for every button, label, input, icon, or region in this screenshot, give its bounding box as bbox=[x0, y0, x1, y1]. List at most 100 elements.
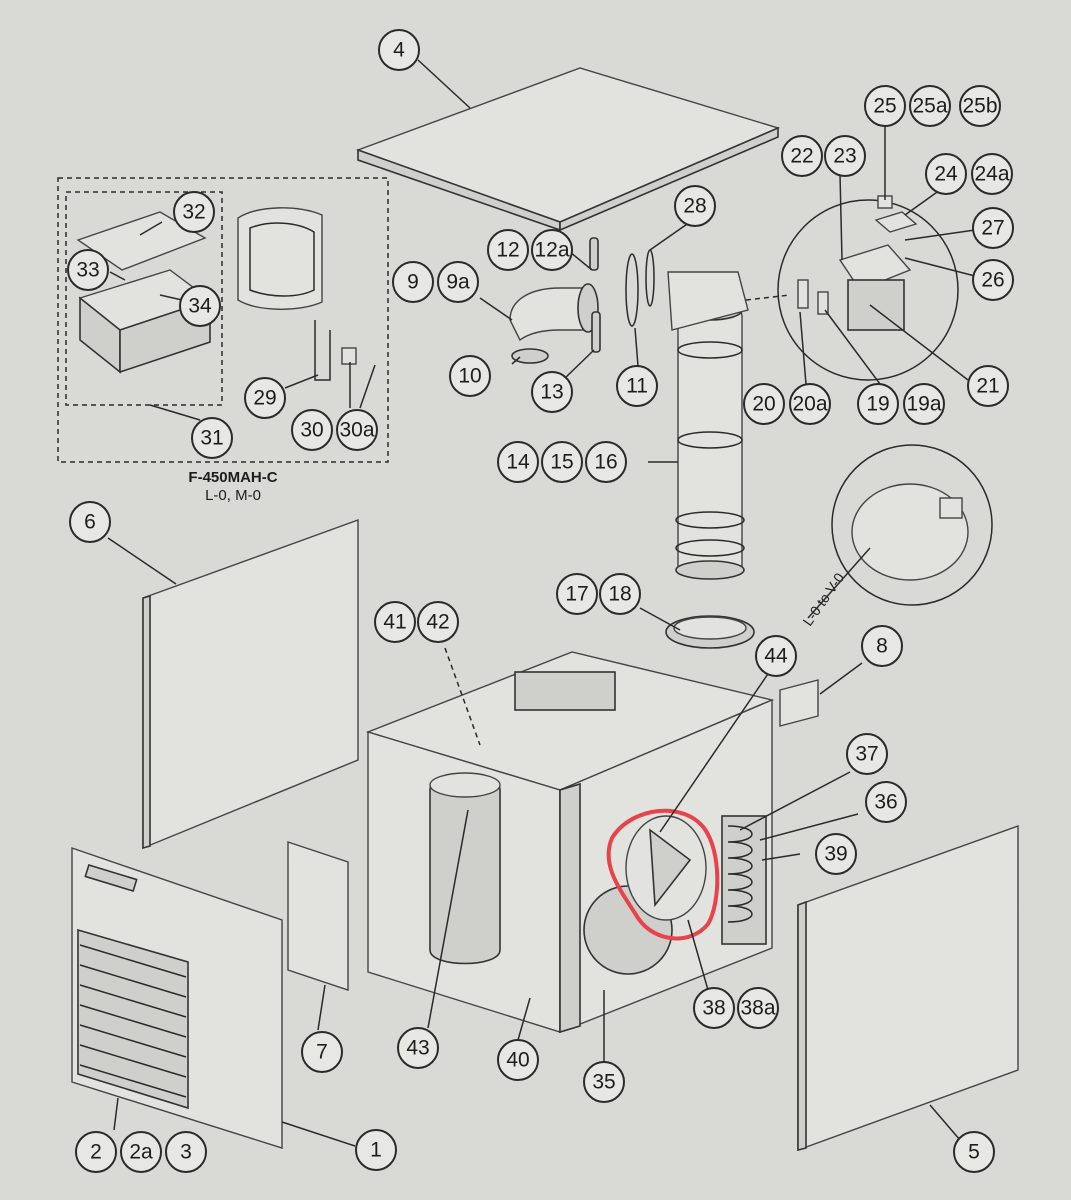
callout-9-text: 9 bbox=[407, 271, 419, 294]
callout-38-text: 38 bbox=[702, 997, 725, 1020]
callout-6: 6 bbox=[69, 501, 111, 543]
callout-11: 11 bbox=[616, 365, 658, 407]
callout-37: 37 bbox=[846, 733, 888, 775]
callout-35-text: 35 bbox=[592, 1071, 615, 1094]
model-label: F-450MAH-C bbox=[188, 469, 277, 486]
callout-9a-text: 9a bbox=[446, 271, 470, 294]
callout-1: 1 bbox=[355, 1129, 397, 1171]
callout-14: 14 bbox=[497, 441, 539, 483]
callout-18-text: 18 bbox=[608, 583, 631, 606]
callout-5: 5 bbox=[953, 1131, 995, 1173]
callout-12-text: 12 bbox=[496, 239, 519, 262]
callout-34: 34 bbox=[179, 285, 221, 327]
front-panel bbox=[71, 847, 283, 1149]
callout-24: 24 bbox=[925, 153, 967, 195]
callout-19a: 19a bbox=[903, 383, 945, 425]
callout-19: 19 bbox=[857, 383, 899, 425]
revision-label: L-0, M-0 bbox=[205, 487, 261, 504]
callout-42-text: 42 bbox=[426, 611, 449, 634]
callout-40: 40 bbox=[497, 1039, 539, 1081]
callout-27-text: 27 bbox=[981, 217, 1004, 240]
callout-22-text: 22 bbox=[790, 145, 813, 168]
callout-8-text: 8 bbox=[876, 635, 888, 658]
callout-27: 27 bbox=[972, 207, 1014, 249]
callout-3-text: 3 bbox=[180, 1141, 192, 1164]
left-side-panel bbox=[142, 519, 359, 850]
callout-15-text: 15 bbox=[550, 451, 573, 474]
callout-11-text: 11 bbox=[626, 375, 648, 398]
callout-9: 9 bbox=[392, 261, 434, 303]
callout-25b: 25b bbox=[959, 85, 1001, 127]
callout-16-text: 16 bbox=[594, 451, 617, 474]
callout-26: 26 bbox=[972, 259, 1014, 301]
callout-32: 32 bbox=[173, 191, 215, 233]
callout-1-text: 1 bbox=[370, 1139, 382, 1162]
callout-43: 43 bbox=[397, 1027, 439, 1069]
callout-30-text: 30 bbox=[300, 419, 323, 442]
louver-lines bbox=[79, 944, 187, 1098]
callout-36: 36 bbox=[865, 781, 907, 823]
callout-42: 42 bbox=[417, 601, 459, 643]
callout-30a-text: 30a bbox=[339, 419, 374, 442]
callout-29-text: 29 bbox=[253, 387, 276, 410]
callout-12a-text: 12a bbox=[534, 239, 569, 262]
callout-20a-text: 20a bbox=[792, 393, 827, 416]
callout-20a: 20a bbox=[789, 383, 831, 425]
callout-31-text: 31 bbox=[200, 427, 223, 450]
callout-38: 38 bbox=[693, 987, 735, 1029]
callout-19a-text: 19a bbox=[906, 393, 941, 416]
callout-38a: 38a bbox=[737, 987, 779, 1029]
condenser-coil bbox=[721, 815, 767, 945]
callout-7: 7 bbox=[301, 1031, 343, 1073]
callout-22: 22 bbox=[781, 135, 823, 177]
callout-2a-text: 2a bbox=[129, 1141, 153, 1164]
callout-12: 12 bbox=[487, 229, 529, 271]
callout-14-text: 14 bbox=[506, 451, 530, 474]
callout-44: 44 bbox=[755, 635, 797, 677]
callout-13: 13 bbox=[531, 371, 573, 413]
callout-23-text: 23 bbox=[833, 145, 856, 168]
callout-31: 31 bbox=[191, 417, 233, 459]
callout-34-text: 34 bbox=[188, 295, 212, 318]
callout-40-text: 40 bbox=[506, 1049, 529, 1072]
callout-10: 10 bbox=[449, 355, 491, 397]
callout-30a: 30a bbox=[336, 409, 378, 451]
callout-29: 29 bbox=[244, 377, 286, 419]
callout-33: 33 bbox=[67, 249, 109, 291]
callout-5-text: 5 bbox=[968, 1141, 980, 1164]
callout-24a-text: 24a bbox=[974, 163, 1009, 186]
callout-41-text: 41 bbox=[383, 611, 406, 634]
callout-21: 21 bbox=[967, 365, 1009, 407]
callout-17-text: 17 bbox=[565, 583, 588, 606]
callout-37-text: 37 bbox=[855, 743, 878, 766]
callout-18: 18 bbox=[599, 573, 641, 615]
callout-23: 23 bbox=[824, 135, 866, 177]
callout-25a-text: 25a bbox=[912, 95, 947, 118]
callout-4: 4 bbox=[378, 29, 420, 71]
callout-32-text: 32 bbox=[182, 201, 205, 224]
callout-24-text: 24 bbox=[934, 163, 958, 186]
callout-24a: 24a bbox=[971, 153, 1013, 195]
callout-44-text: 44 bbox=[764, 645, 788, 668]
callout-19-text: 19 bbox=[866, 393, 889, 416]
callout-21-text: 21 bbox=[976, 375, 999, 398]
gear-motor-inset bbox=[745, 195, 959, 381]
callout-25a: 25a bbox=[909, 85, 951, 127]
callout-25b-text: 25b bbox=[962, 95, 997, 118]
callout-2a: 2a bbox=[120, 1131, 162, 1173]
callout-20-text: 20 bbox=[752, 393, 775, 416]
right-side-panel bbox=[797, 825, 1019, 1152]
callout-9a: 9a bbox=[437, 261, 479, 303]
callout-13-text: 13 bbox=[540, 381, 563, 404]
callout-16: 16 bbox=[585, 441, 627, 483]
callout-43-text: 43 bbox=[406, 1037, 429, 1060]
top-panel bbox=[355, 67, 781, 232]
callout-4-text: 4 bbox=[393, 39, 405, 62]
callout-26-text: 26 bbox=[981, 269, 1004, 292]
callout-38a-text: 38a bbox=[740, 997, 775, 1020]
callout-39-text: 39 bbox=[824, 843, 847, 866]
callout-28-text: 28 bbox=[683, 195, 706, 218]
callout-7-text: 7 bbox=[316, 1041, 328, 1064]
